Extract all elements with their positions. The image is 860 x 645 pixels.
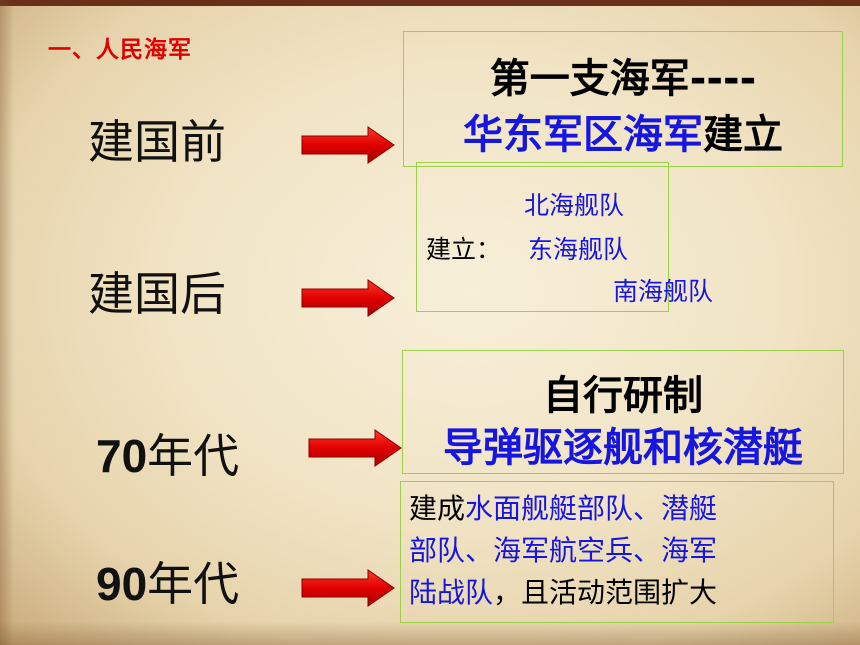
era-label-90s: 90年代 bbox=[96, 548, 239, 614]
fleet-south: 南海舰队 bbox=[613, 277, 714, 306]
fleet-prefix: 建立： bbox=[426, 235, 502, 264]
box3-line1: 自行研制 bbox=[543, 373, 703, 419]
box1-line2: 华东军区海军建立 bbox=[404, 102, 842, 160]
box4-line1-b: 水面舰艇部队、潜艇 bbox=[465, 492, 718, 525]
box4-line2: 部队、海军航空兵、海军 bbox=[409, 534, 718, 567]
box-first-navy: 第一支海军---- 华东军区海军建立 bbox=[403, 31, 843, 167]
arrow-icon-2 bbox=[301, 279, 395, 317]
arrow-icon-3 bbox=[308, 429, 402, 467]
box4-line1-a: 建成 bbox=[409, 492, 466, 525]
box1-line2-highlight: 华东军区海军 bbox=[463, 112, 703, 158]
arrow-icon-1 bbox=[301, 126, 395, 164]
box1-line2-rest: 建立 bbox=[703, 112, 783, 158]
box-90s-forces: 建成水面舰艇部队、潜艇 部队、海军航空兵、海军 陆战队，且活动范围扩大 bbox=[400, 481, 834, 623]
era-70s-suffix: 年代 bbox=[147, 429, 240, 483]
box-fleets bbox=[416, 162, 669, 312]
era-label-before: 建国前 bbox=[88, 115, 226, 169]
left-shade bbox=[0, 0, 14, 645]
box4-line1: 建成水面舰艇部队、潜艇 bbox=[409, 489, 717, 529]
box-self-developed: 自行研制 导弹驱逐舰和核潜艇 bbox=[402, 350, 844, 474]
fleet-east: 东海舰队 bbox=[528, 235, 629, 264]
box4-line3: 陆战队，且活动范围扩大 bbox=[409, 573, 717, 613]
fleet-north: 北海舰队 bbox=[524, 191, 625, 220]
era-label-after: 建国后 bbox=[88, 267, 226, 321]
arrow-icon-4 bbox=[301, 569, 395, 607]
era-70s-number: 70 bbox=[96, 430, 148, 482]
box1-line1: 第一支海军---- bbox=[489, 56, 757, 102]
box4-line3-a: 陆战队 bbox=[409, 576, 494, 609]
box3-line2: 导弹驱逐舰和核潜艇 bbox=[443, 425, 803, 471]
top-bar bbox=[0, 0, 860, 6]
era-label-70s: 70年代 bbox=[96, 420, 239, 486]
section-title: 一、人民海军 bbox=[48, 37, 192, 63]
era-90s-suffix: 年代 bbox=[147, 557, 240, 611]
box4-line3-b: ，且活动范围扩大 bbox=[493, 576, 718, 609]
bottom-shade bbox=[0, 621, 860, 645]
era-90s-number: 90 bbox=[96, 558, 148, 610]
